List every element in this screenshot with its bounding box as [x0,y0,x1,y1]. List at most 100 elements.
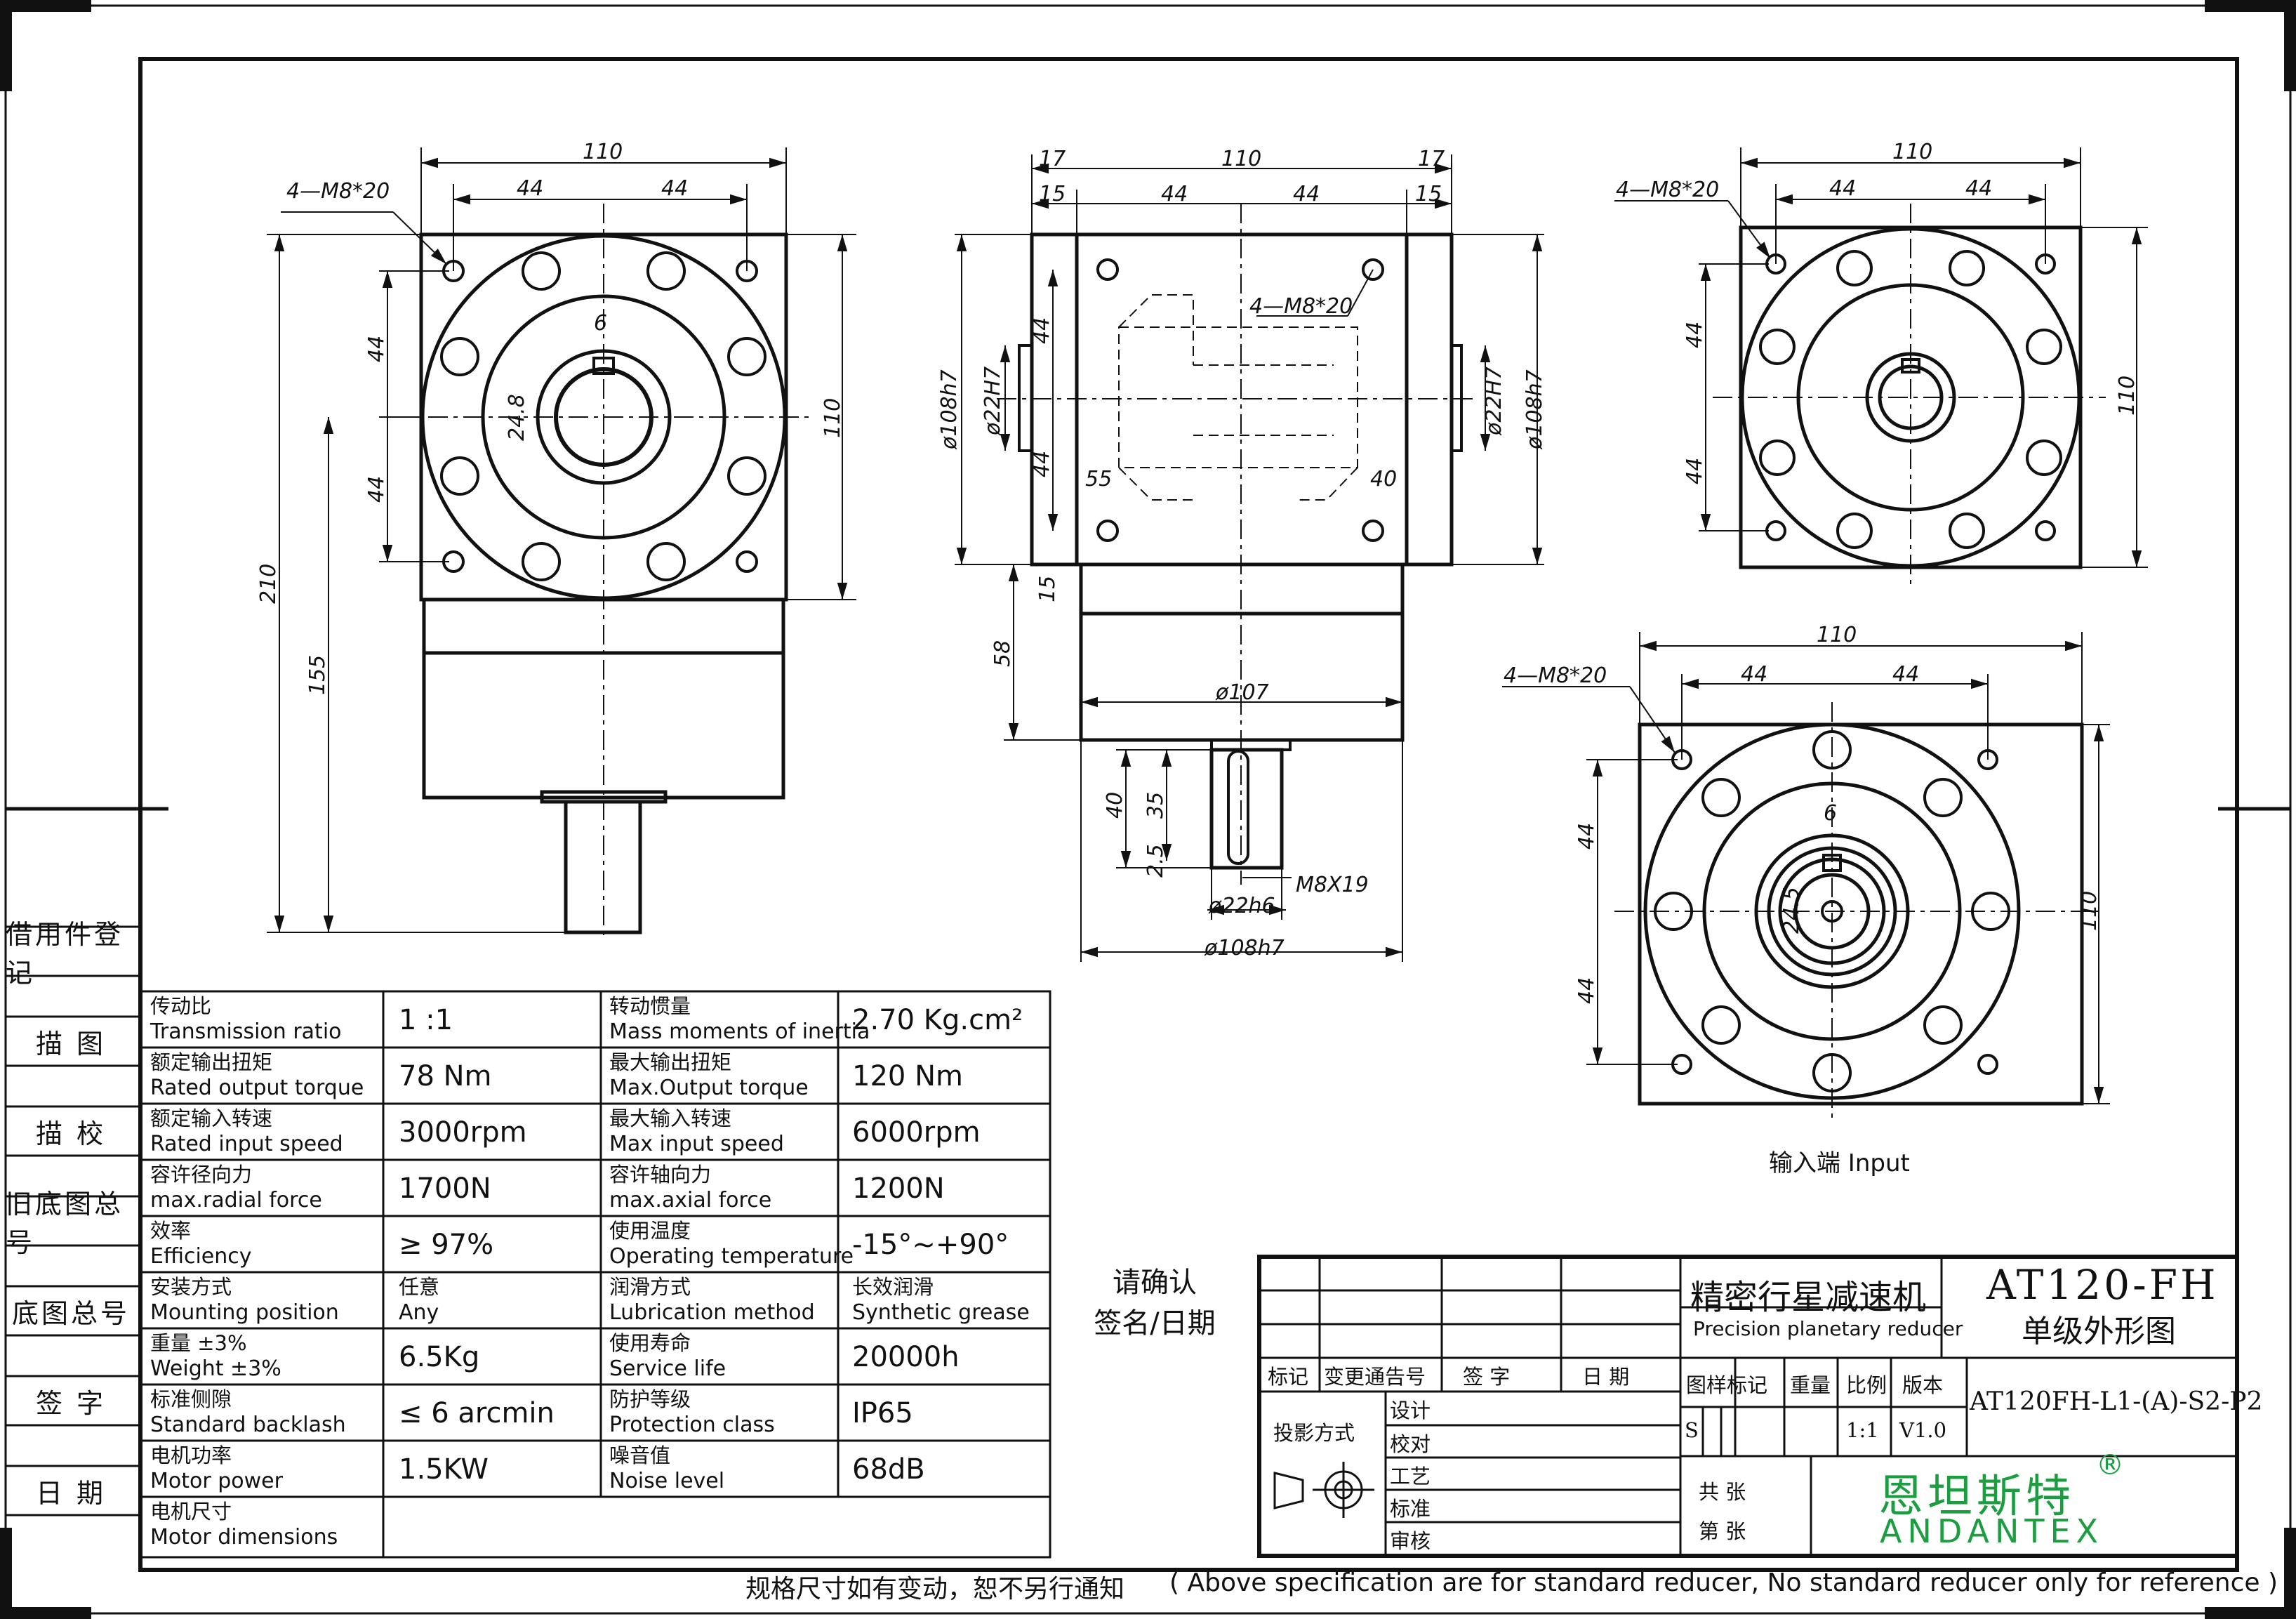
spec-label-cn: 润滑方式 [609,1275,691,1299]
dim-v2-22a: ø22H7 [981,366,1005,436]
spec-value: ≤ 6 arcmin [399,1397,555,1429]
dim-v1-m8: 4—M8*20 [286,179,390,204]
spec-value: 68dB [852,1453,925,1486]
spec-label-cn: 重量 ±3% [150,1331,247,1355]
spec-value-cn: 长效润滑 [852,1275,934,1299]
dim-v1-110: 110 [583,140,623,164]
tb-header-date: 日 期 [1582,1365,1630,1389]
dim-v4-6: 6 [1824,801,1837,826]
spec-label-cn: 标准侧隙 [150,1387,232,1411]
drawing-title: 单级外形图 [2022,1314,2176,1349]
spec-value: 1200N [852,1172,945,1205]
spec-label-en: Mass moments of inertia [609,1019,870,1044]
tb-standard: 标准 [1390,1497,1431,1521]
tb-header-change: 变更通告号 [1324,1365,1426,1389]
spec-value: 1 :1 [399,1004,453,1036]
spec-label-en: Transmission ratio [150,1019,342,1044]
spec-label-cn: 最大输出扭矩 [609,1050,732,1074]
tb-sample-s: S [1685,1418,1699,1442]
brand-name-cn: 恩坦斯特 [1878,1471,2075,1523]
spec-label-cn: 效率 [150,1219,192,1243]
dim-v2-108b: ø108h7 [1522,369,1547,450]
tb-total-sheets: 共 张 [1699,1480,1746,1504]
spec-label-en: Lubrication method [609,1300,815,1325]
spec-value: 6000rpm [852,1116,981,1149]
dim-v2-40b: 40 [1103,792,1127,819]
tb-header-scale: 比例 [1846,1373,1887,1397]
tb-sheet-number: 第 张 [1699,1519,1746,1543]
dim-v2-m8x19: M8X19 [1296,873,1369,897]
side-old-base-no: 旧底图总号 [6,1189,124,1258]
dim-v2-58: 58 [990,640,1015,667]
spec-label-cn: 防护等级 [609,1387,691,1411]
dim-v2-15a: 15 [1039,182,1066,206]
dim-v2-107: ø107 [1215,680,1269,705]
spec-label-cn: 容许轴向力 [609,1163,712,1187]
dim-v2-44b: 44 [1293,182,1320,206]
projection-symbol [1273,1462,1374,1518]
part-number: AT120FH-L1-(A)-S2-P2 [1970,1387,2263,1416]
dim-v1-210: 210 [256,564,281,604]
tb-review: 审核 [1390,1529,1431,1553]
revision-column [6,925,140,1516]
view-input-top [1614,147,2148,590]
tb-projection: 投影方式 [1273,1421,1355,1445]
spec-label-cn: 使用寿命 [609,1331,691,1355]
model-number: AT120-FH [1986,1261,2219,1309]
dim-v4-44b: 44 [1892,662,1919,687]
dim-v1-44b: 44 [661,176,688,201]
spec-label-en: Weight ±3% [150,1356,281,1381]
dim-v2-25: 2.5 [1143,844,1168,878]
confirm-label: 请确认 签名/日期 [1094,1267,1216,1340]
spec-label-en: Mounting position [150,1300,339,1325]
dim-v3-44a: 44 [1829,176,1856,201]
spec-value: 1.5KW [399,1453,489,1486]
dim-v2-40a: 40 [1370,467,1397,491]
tb-header-sign: 签 字 [1463,1365,1511,1389]
spec-label-cn: 安装方式 [150,1275,232,1299]
spec-value-cn: 任意 [399,1275,440,1299]
dim-v4-44d: 44 [1574,977,1599,1004]
spec-value: 6.5Kg [399,1341,480,1373]
dim-v2-22b: ø22H7 [1482,366,1506,436]
dim-v3-44d: 44 [1683,458,1707,484]
spec-label-cn: 额定输入转速 [150,1106,273,1130]
view-front [267,147,856,941]
side-signature: 签 字 [35,1387,107,1419]
dim-v1-155: 155 [305,655,330,695]
side-date: 日 期 [35,1477,107,1509]
tb-header-version: 版本 [1902,1373,1944,1397]
dim-v2-m8: 4—M8*20 [1249,294,1353,319]
spec-value: 1700N [399,1172,491,1205]
side-tracing: 描 图 [35,1028,107,1059]
dim-v1-6: 6 [594,311,607,336]
spec-label-en: max.axial force [609,1188,772,1212]
dim-v3-m8: 4—M8*20 [1616,178,1719,202]
spec-label-en: Rated output torque [150,1076,364,1100]
view-input-bottom [1502,632,2110,1123]
spec-label-en: Max.Output torque [609,1076,809,1100]
spec-label-cn: 额定输出扭矩 [150,1050,273,1074]
tb-header-mark: 标记 [1268,1365,1309,1389]
dim-v2-55: 55 [1085,467,1112,491]
tb-scale-value: 1:1 [1846,1418,1879,1442]
dim-v1-44c: 44 [364,336,389,362]
dim-v4-110: 110 [1817,623,1857,647]
tb-process: 工艺 [1390,1465,1431,1488]
dim-v2-17a: 17 [1039,147,1066,171]
input-side-label: 输入端 Input [1769,1149,1910,1177]
spec-label-en: Noise level [609,1469,725,1493]
tb-version-value: V1.0 [1899,1418,1947,1442]
spec-label-en: Protection class [609,1413,775,1437]
footer-note-en: ( Above specification are for standard r… [1169,1568,2278,1597]
dim-v2-44a: 44 [1161,182,1188,206]
spec-label-en: Standard backlash [150,1413,346,1437]
spec-label-en: Max input speed [609,1132,784,1156]
spec-value-en: Any [399,1300,439,1325]
dim-v2-35: 35 [1143,792,1168,819]
tb-check: 校对 [1390,1432,1431,1456]
spec-value: ≥ 97% [399,1229,494,1261]
dim-v3-110b: 110 [2115,376,2139,416]
spec-label-en: Operating temperature [609,1244,854,1269]
spec-value: -15°~+90° [852,1229,1009,1261]
